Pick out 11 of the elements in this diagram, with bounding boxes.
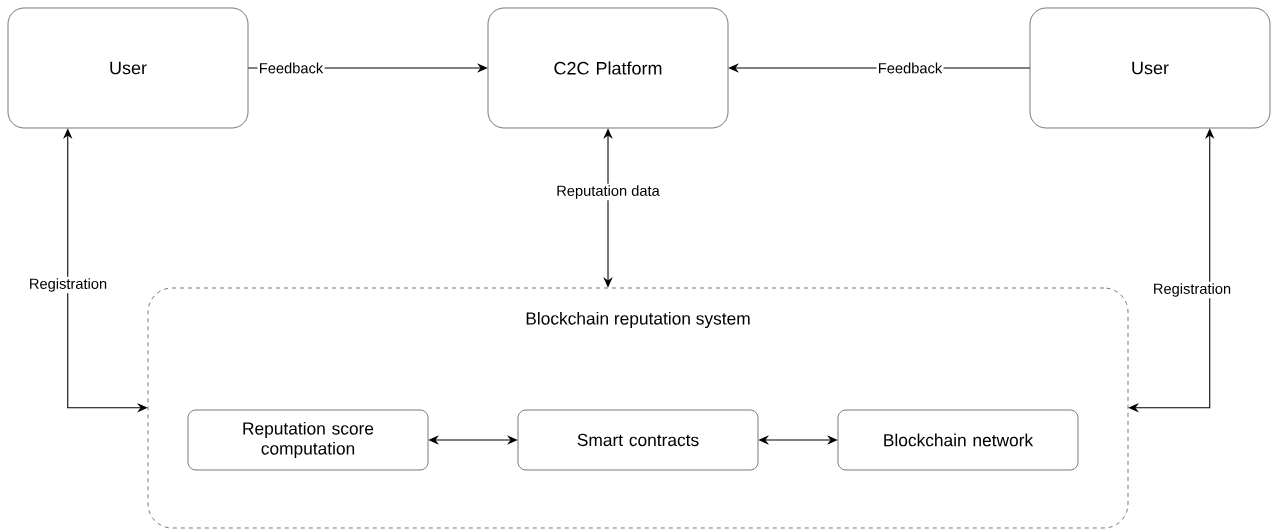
entity-box: User [7, 7, 249, 129]
entity-box: User [1029, 7, 1271, 129]
edge-label: Reputation data [554, 183, 662, 201]
edge-label: Registration [27, 276, 109, 294]
edge-label: Feedback [257, 61, 325, 75]
edge-label: Registration [1151, 281, 1233, 299]
edge-label: Feedback [876, 61, 944, 75]
process-box: Blockchain network [837, 409, 1079, 471]
entity-box: C2C Platform [487, 7, 729, 129]
process-box: Smart contracts [517, 409, 759, 471]
process-box: Reputation score computation [187, 409, 429, 471]
